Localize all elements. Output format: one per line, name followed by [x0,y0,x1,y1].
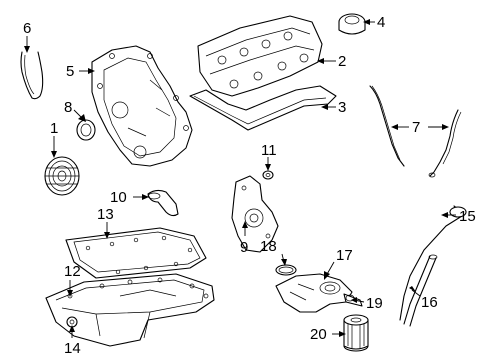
callout-labels: 6 5 8 1 2 3 4 7 11 10 9 13 12 14 18 17 1… [23,14,476,357]
oil-pump-9 [231,175,279,253]
dipstick-tube-7b [428,109,462,178]
callout-20: 20 [310,326,327,343]
callout-10: 10 [110,189,127,206]
drain-plug-14 [66,316,78,328]
dipstick-tube-16 [403,254,438,327]
callout-19: 19 [366,295,383,312]
callout-5: 5 [66,63,74,80]
callout-16: 16 [421,294,438,311]
callout-9: 9 [240,239,248,256]
oil-filter-20 [343,314,369,352]
o-ring-18 [275,264,297,276]
callout-7a: 7 [412,119,420,136]
crank-seal-8 [76,119,96,141]
valve-cover-gasket-3 [189,85,337,131]
dipstick-15 [399,205,467,321]
pickup-tube-10 [147,189,179,217]
valve-cover-2 [197,15,323,97]
callout-15: 15 [459,208,476,225]
callout-11: 11 [261,142,277,159]
callout-1: 1 [50,120,58,137]
oil-pan-12 [45,273,215,347]
callout-17: 17 [336,247,353,264]
callout-18: 18 [260,238,277,255]
callout-14: 14 [64,340,81,357]
callout-3: 3 [338,99,346,116]
oil-pan-gasket-13 [65,227,207,279]
timing-cover-5 [91,45,193,167]
plug-11 [262,170,274,180]
gasket-6 [20,51,44,100]
callout-8: 8 [64,99,72,116]
callout-6: 6 [23,20,31,37]
callout-13: 13 [97,206,114,223]
oil-cap-4 [338,13,366,35]
callout-4: 4 [377,14,385,31]
filter-adapter-17 [275,273,353,313]
dipstick-tube-7a [369,85,405,167]
callout-2: 2 [338,53,346,70]
leader-lines [24,19,456,338]
callout-12: 12 [64,263,81,280]
crank-pulley-1 [44,156,80,196]
